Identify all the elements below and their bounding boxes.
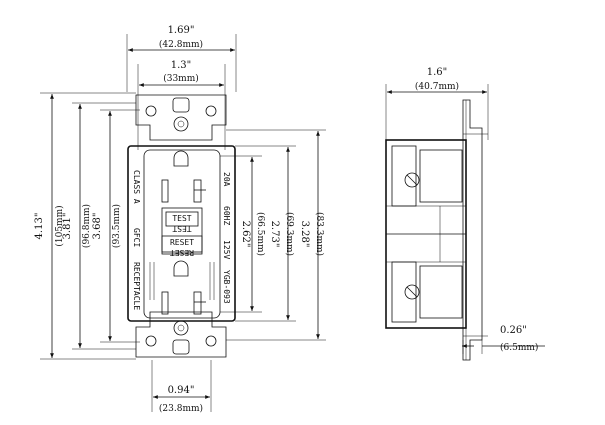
depth-mm: (40.7mm): [415, 81, 459, 92]
mounting-strap: [135, 94, 227, 358]
bottom-width-inch: 0.94": [168, 385, 195, 396]
dim-face-width: 1.3" (33mm): [137, 60, 226, 150]
height-3-68-mm: (93.5mm): [111, 204, 122, 248]
dim-height-4-13: 4.13" (105mm): [34, 92, 136, 360]
upper-outlet: [161, 150, 206, 203]
height-2-62-inch: 2.62": [240, 221, 251, 248]
button-area: TEST TEST RESET RESET: [161, 207, 203, 257]
gfci-label: GFCI: [132, 228, 141, 247]
face-width-inch: 1.3": [171, 60, 192, 71]
reset-label: RESET: [170, 238, 194, 247]
receptacle-body: [127, 145, 236, 322]
amps-label: 20A: [222, 172, 231, 187]
dim-height-3-28: 3.28" (83.3mm): [226, 129, 326, 341]
plate-inch: 0.26": [500, 325, 527, 336]
reset-label-mirror: RESET: [170, 248, 194, 257]
receptacle-label: RECEPTACLE: [132, 262, 141, 310]
plate-mm: (6.5mm): [500, 342, 538, 353]
height-2-62-mm: (66.5mm): [255, 212, 266, 256]
dim-overall-width: 1.69" (42.8mm): [126, 25, 237, 92]
height-3-81-inch: 3.81": [62, 213, 73, 240]
depth-inch: 1.6": [427, 67, 448, 78]
dim-bottom-width: 0.94" (23.8mm): [151, 360, 212, 414]
height-2-73-mm: (69.3mm): [284, 212, 295, 256]
dim-plate: 0.26" (6.5mm): [462, 325, 545, 354]
bottom-width-mm: (23.8mm): [159, 403, 203, 414]
height-4-13-mm: (105mm): [54, 205, 65, 246]
height-2-73-inch: 2.73": [269, 221, 280, 248]
model-label: YGB-093: [222, 270, 231, 304]
overall-width-mm: (42.8mm): [159, 39, 203, 50]
class-label: CLASS A: [132, 170, 141, 204]
dim-height-3-68: 3.68" (93.5mm): [92, 109, 140, 343]
face-width-mm: (33mm): [163, 73, 199, 84]
face-fine-print: [149, 262, 215, 300]
dim-depth: 1.6" (40.7mm): [385, 67, 489, 140]
test-button[interactable]: [165, 211, 199, 227]
height-3-28-inch: 3.28": [299, 221, 310, 248]
reset-button[interactable]: [161, 235, 203, 253]
height-3-68-inch: 3.68": [92, 213, 103, 240]
test-label-mirror: TEST: [172, 224, 191, 233]
height-4-13-inch: 4.13": [34, 213, 45, 240]
side-view: 1.6" (40.7mm): [385, 67, 545, 361]
test-label: TEST: [172, 214, 191, 223]
side-body: [385, 139, 467, 329]
height-3-81-mm: (96.8mm): [81, 204, 92, 248]
dim-height-2-73: 2.73" (69.3mm): [235, 145, 296, 322]
lower-outlet: [161, 260, 206, 315]
height-3-28-mm: (83.3mm): [314, 212, 325, 256]
front-view: 1.69" (42.8mm) 1.3" (33mm): [34, 25, 326, 414]
volts-label: 125V: [222, 240, 231, 259]
freq-label: 60HZ: [222, 206, 231, 225]
dim-height-3-81: 3.81" (96.8mm): [62, 102, 136, 350]
dim-height-2-62: 2.62" (66.5mm): [220, 155, 266, 313]
overall-width-inch: 1.69": [168, 25, 195, 36]
